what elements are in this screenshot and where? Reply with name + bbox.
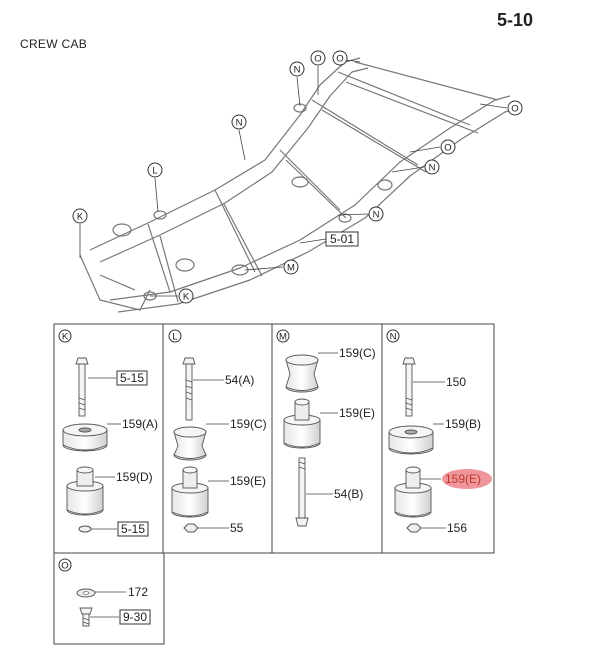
bolt-icon — [402, 357, 416, 417]
nut-icon — [183, 523, 199, 533]
svg-text:O: O — [61, 561, 68, 572]
svg-text:M: M — [287, 263, 295, 274]
svg-text:K: K — [77, 212, 84, 223]
panel-n-nut: 156 — [447, 521, 467, 535]
panel-n-part-b: 159(B) — [445, 417, 481, 431]
panel-n: N 150 159(B) 159(E) 156 — [386, 329, 492, 535]
nut-icon — [406, 523, 422, 533]
panel-n-bolt: 150 — [446, 375, 466, 389]
panel-l-letter: L — [168, 329, 182, 343]
svg-text:K: K — [183, 292, 190, 303]
frame-callout-n-4: N — [368, 206, 384, 222]
frame-callout-o-1: O — [310, 50, 326, 66]
frame-callout-n-3: N — [231, 114, 247, 130]
highlight-marker — [442, 469, 492, 489]
detail-panels-border — [53, 323, 495, 645]
frame-chassis-illustration — [79, 57, 519, 313]
rubber-mount-c-icon — [285, 354, 319, 393]
page-title: CREW CAB — [20, 37, 88, 51]
svg-text:5-15: 5-15 — [121, 522, 145, 536]
svg-text:N: N — [294, 65, 301, 76]
panel-m: M 159(C) 159(E) 54(B) — [276, 329, 376, 527]
washer-icon — [76, 588, 96, 598]
svg-text:M: M — [279, 332, 287, 343]
panel-m-letter: M — [276, 329, 290, 343]
panel-m-part-c: 159(C) — [339, 346, 376, 360]
svg-text:O: O — [511, 104, 518, 115]
rubber-mount-e-icon — [283, 398, 321, 449]
frame-callout-o-4: O — [440, 139, 456, 155]
svg-text:5-01: 5-01 — [330, 232, 354, 246]
panel-l: L 54(A) 159(C) 159(E) 55 — [168, 329, 267, 535]
panel-m-bolt: 54(B) — [334, 487, 363, 501]
panel-l-bolt: 54(A) — [225, 373, 254, 387]
panel-n-letter: N — [386, 329, 400, 343]
panel-k: K 5-15 159(A) 159(D) 5-15 — [58, 329, 158, 537]
svg-text:N: N — [390, 332, 397, 343]
panel-n-part-e: 159(E) — [445, 472, 481, 486]
svg-text:O: O — [336, 54, 343, 65]
frame-callout-n-2: N — [424, 159, 440, 175]
svg-text:9-30: 9-30 — [123, 610, 147, 624]
frame-callout-o-3: O — [507, 100, 523, 116]
panel-l-nut: 55 — [230, 521, 244, 535]
panel-k-part-d: 159(D) — [116, 470, 153, 484]
panel-l-part-c: 159(C) — [230, 417, 267, 431]
panel-k-ref-top-box: 5-15 — [116, 370, 148, 386]
rubber-mount-e-icon — [171, 466, 209, 518]
frame-callout-o-2: O — [332, 50, 348, 66]
panel-k-ref-bottom-box: 5-15 — [117, 521, 149, 537]
rubber-mount-c-icon — [173, 426, 207, 461]
panel-l-part-e: 159(E) — [230, 474, 266, 488]
rubber-mount-e-icon — [394, 466, 432, 518]
panel-o-ref-box: 9-30 — [119, 609, 151, 625]
panel-m-part-e: 159(E) — [339, 406, 375, 420]
frame-callout-m: M — [283, 259, 299, 275]
panel-o: O 172 9-30 — [58, 558, 151, 627]
frame-ref-box: 5-01 — [325, 231, 359, 247]
svg-text:O: O — [444, 143, 451, 154]
panel-k-part-a: 159(A) — [122, 417, 158, 431]
bolt-icon — [75, 357, 89, 417]
svg-text:L: L — [172, 332, 177, 343]
bolt-icon — [182, 357, 196, 421]
frame-callout-k-2: K — [178, 288, 194, 304]
bolt-icon — [79, 607, 93, 627]
rubber-mount-d-icon — [66, 466, 104, 516]
frame-callout-k-1: K — [72, 208, 88, 224]
panel-o-washer: 172 — [128, 585, 148, 599]
svg-text:L: L — [152, 166, 157, 177]
frame-leader-lines — [79, 57, 508, 297]
svg-text:N: N — [429, 163, 436, 174]
rubber-mount-b-icon — [388, 425, 434, 455]
frame-callout-n-1: N — [289, 61, 305, 77]
svg-text:N: N — [373, 210, 380, 221]
svg-text:O: O — [314, 54, 321, 65]
panel-o-letter: O — [58, 558, 72, 572]
svg-text:N: N — [236, 118, 243, 129]
long-bolt-icon — [295, 457, 309, 527]
panel-k-letter: K — [58, 329, 72, 343]
washer-icon — [78, 525, 92, 533]
rubber-mount-a-icon — [62, 423, 108, 452]
svg-text:5-15: 5-15 — [120, 371, 144, 385]
page-number: 5-10 — [497, 10, 534, 30]
frame-callout-l: L — [147, 162, 163, 178]
svg-text:K: K — [62, 332, 69, 343]
